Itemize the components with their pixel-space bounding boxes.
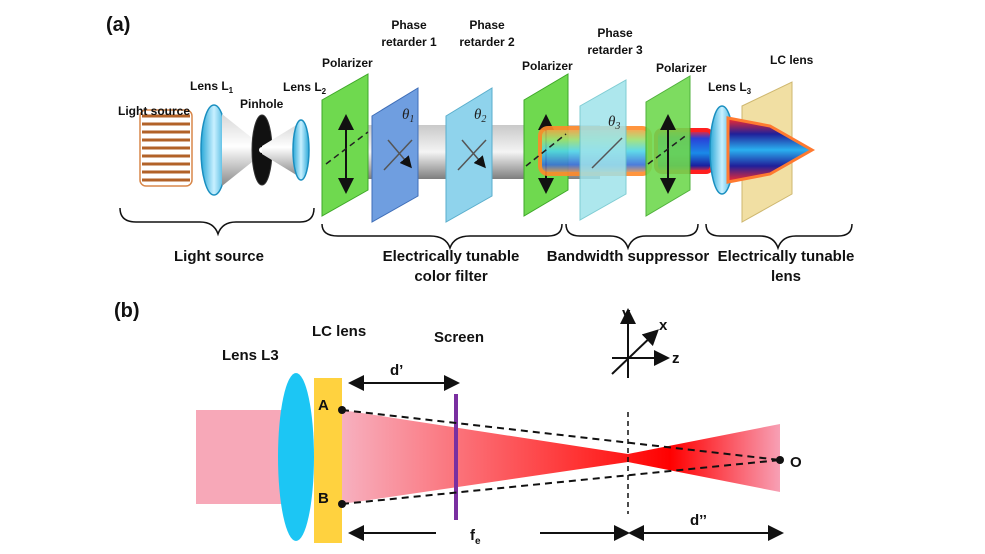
brace-tunable-lens: [705, 223, 853, 251]
group-color-filter-2: color filter: [414, 268, 488, 285]
group-color-filter-1: Electrically tunable: [383, 248, 520, 265]
fe-label: fe: [470, 527, 481, 547]
group-braces: [119, 207, 853, 251]
theta-1-symbol: θ1: [402, 107, 414, 125]
retarder-3-axis: [591, 137, 623, 169]
pinhole-label: Pinhole: [240, 97, 284, 111]
phase-retarder-2-label-2: retarder 2: [459, 35, 515, 49]
point-o-dot: [776, 456, 784, 464]
phase-retarder-3-plate: [579, 79, 627, 221]
phase-retarder-2-plate: [445, 87, 493, 223]
group-tunable-lens-1: Electrically tunable: [718, 248, 855, 265]
lc-lens-b-label: LC lens: [312, 323, 366, 340]
retarder-2-arrow: [461, 139, 486, 169]
panel-a: (a): [106, 14, 854, 285]
panel-a-label: (a): [106, 14, 130, 36]
panel-b: (b) Lens L3: [114, 300, 802, 547]
phase-retarder-3-label-2: retarder 3: [587, 43, 643, 57]
coordinate-axes: [611, 308, 670, 378]
converging-beam: [222, 114, 262, 186]
light-source-coil: [139, 109, 193, 187]
group-bandwidth-suppressor: Bandwidth suppressor: [547, 248, 710, 265]
lens-l2-label: Lens L2: [283, 80, 327, 96]
theta-3-symbol: θ3: [608, 114, 620, 132]
polarizer-1-dash: [325, 131, 369, 165]
lc-lens-label: LC lens: [770, 53, 814, 67]
z-axis-label: z: [672, 350, 680, 367]
polarizer-2-label: Polarizer: [522, 59, 573, 73]
brace-bandwidth-suppressor: [565, 223, 699, 251]
polarizer-1-label: Polarizer: [322, 56, 373, 70]
brace-color-filter: [321, 223, 563, 251]
retarder-1-arrow: [387, 139, 412, 169]
diverging-beam: [262, 124, 298, 176]
x-axis-label: x: [659, 317, 668, 334]
d-prime-label: d’: [390, 362, 403, 379]
focused-beam: [342, 410, 780, 504]
point-a-label: A: [318, 397, 329, 414]
point-b-label: B: [318, 490, 329, 507]
phase-retarder-1-label-2: retarder 1: [381, 35, 437, 49]
retarder-2-axis: [457, 139, 487, 171]
lens-l3-b-element: [278, 373, 314, 541]
lens-l3-b-label: Lens L3: [222, 347, 279, 364]
phase-retarder-2-label-1: Phase: [469, 18, 505, 32]
phase-retarder-1-label-1: Phase: [391, 18, 427, 32]
d-double-prime-label: d’’: [690, 512, 707, 529]
light-source-label: Light source: [118, 104, 190, 118]
phase-retarder-3-label-1: Phase: [597, 26, 633, 40]
lens-l3-label: Lens L3: [708, 80, 752, 96]
lens-l2-element: [292, 119, 310, 181]
theta-2-symbol: θ2: [474, 107, 486, 125]
group-light-source: Light source: [174, 248, 264, 265]
polarizer-3-dash: [647, 133, 689, 165]
point-b-dot: [338, 500, 346, 508]
y-axis-label: y: [622, 305, 631, 322]
point-a-dot: [338, 406, 346, 414]
focusing-cone: [726, 116, 816, 184]
point-o-label: O: [790, 454, 802, 471]
lc-lens-b-element: [314, 378, 342, 543]
retarder-1-axis: [383, 139, 413, 171]
phase-retarder-1-plate: [371, 87, 419, 223]
group-tunable-lens-2: lens: [771, 268, 801, 285]
screen-label: Screen: [434, 329, 484, 346]
polarizer-3-label: Polarizer: [656, 61, 707, 75]
polarizer-2-dash: [525, 133, 567, 167]
lens-l1-label: Lens L1: [190, 79, 234, 95]
brace-light-source: [119, 207, 315, 237]
panel-b-label: (b): [114, 300, 140, 322]
x-axis: [611, 329, 659, 375]
ray-lines: [341, 409, 781, 505]
